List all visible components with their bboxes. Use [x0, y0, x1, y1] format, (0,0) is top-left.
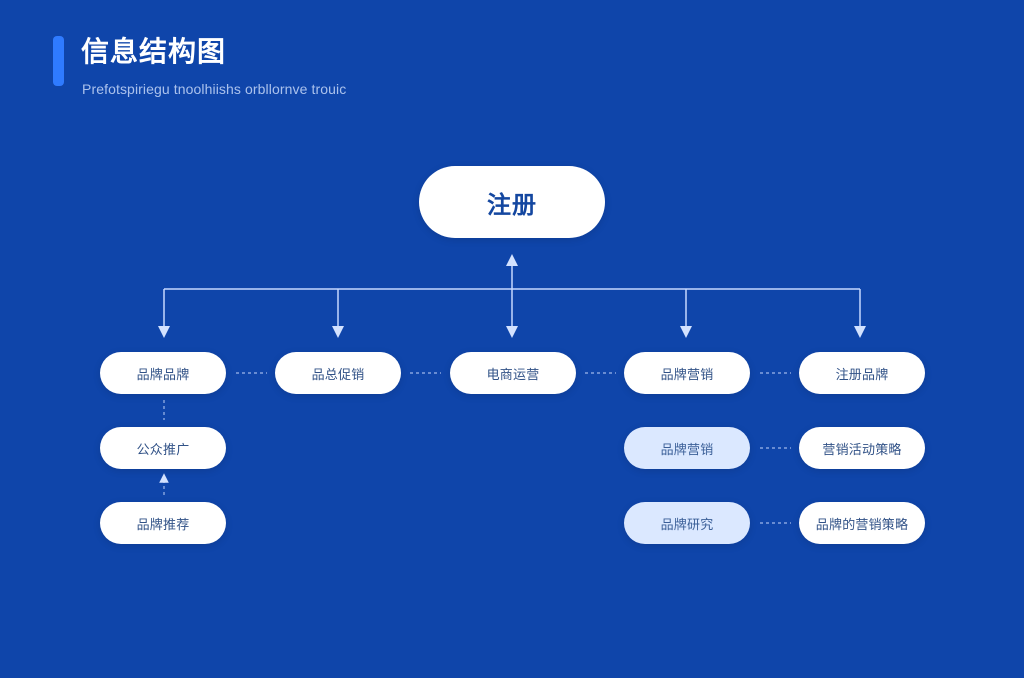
- node-4: 品牌营销: [624, 352, 750, 394]
- node-10: 品牌研究: [624, 502, 750, 544]
- node-2: 品总促销: [275, 352, 401, 394]
- title-accent-bar: [53, 36, 64, 86]
- node-3: 电商运营: [450, 352, 576, 394]
- node-11: 品牌的营销策略: [799, 502, 925, 544]
- node-9: 品牌推荐: [100, 502, 226, 544]
- node-5: 注册品牌: [799, 352, 925, 394]
- page-subtitle: Prefotspiriegu tnoolhiishs orbllornve tr…: [82, 81, 347, 97]
- root-node: 注册: [419, 166, 605, 238]
- node-6: 公众推广: [100, 427, 226, 469]
- node-7: 品牌营销: [624, 427, 750, 469]
- page-title: 信息结构图: [81, 35, 227, 68]
- node-1: 品牌品牌: [100, 352, 226, 394]
- node-8: 营销活动策略: [799, 427, 925, 469]
